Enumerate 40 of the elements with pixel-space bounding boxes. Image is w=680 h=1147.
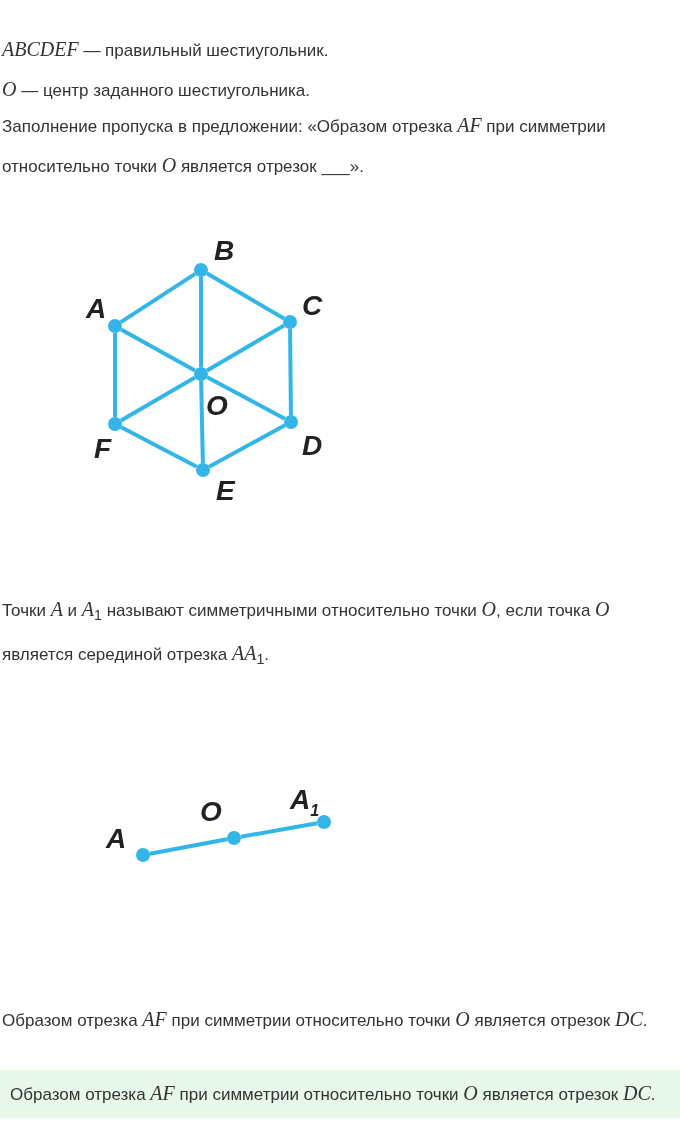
paragraph-text: Заполнение пропуска в предложении: «Образом отрезка AF при симметрии относительно точки O является отрезок ___». (2, 113, 607, 178)
line-segment (208, 423, 286, 469)
point-label: A$_{1}$ (290, 785, 320, 821)
point-marker (194, 263, 208, 277)
line-segment (149, 837, 228, 856)
line-segment (206, 323, 285, 373)
point-label: O (200, 797, 222, 827)
point-label: D (302, 431, 323, 461)
line-segment (240, 821, 318, 839)
point-label: E (216, 476, 235, 506)
line-segment (120, 327, 196, 373)
point-label: B (214, 236, 235, 266)
point-marker (283, 315, 297, 329)
line-segment (206, 375, 286, 421)
point-label: O (206, 391, 228, 421)
paragraph-text: ABCDEF — правильный шестиугольник. (2, 37, 330, 62)
point-marker (284, 415, 298, 429)
answer-panel: Образом отрезка AF при симметрии относительно точки O является отрезок DC. (0, 1070, 680, 1118)
paragraph-text: O — центр заданного шестиугольника. (2, 77, 312, 102)
line-segment (120, 425, 198, 469)
line-segment (288, 328, 293, 416)
line-segment (120, 375, 196, 423)
line-segment (113, 333, 117, 417)
point-label: A (86, 294, 107, 324)
point-marker (194, 367, 208, 381)
line-segment (206, 271, 285, 321)
point-label: C (302, 291, 323, 321)
paragraph-text: Точки A и A$_{1}$ называют симметричными относительно точки O, если точка O является серединой отрезка AA$_{1}$. (2, 597, 611, 670)
line-segment (119, 272, 197, 324)
point-marker (108, 417, 122, 431)
point-label: F (94, 434, 112, 464)
line-segment (199, 380, 205, 464)
point-marker (108, 319, 122, 333)
point-label: A (106, 824, 127, 854)
point-marker (196, 463, 210, 477)
line-segment (199, 277, 203, 367)
point-marker (136, 848, 150, 862)
point-marker (317, 815, 331, 829)
paragraph-text: Образом отрезка AF при симметрии относительно точки O является отрезок DC. (2, 1007, 649, 1032)
point-marker (227, 831, 241, 845)
